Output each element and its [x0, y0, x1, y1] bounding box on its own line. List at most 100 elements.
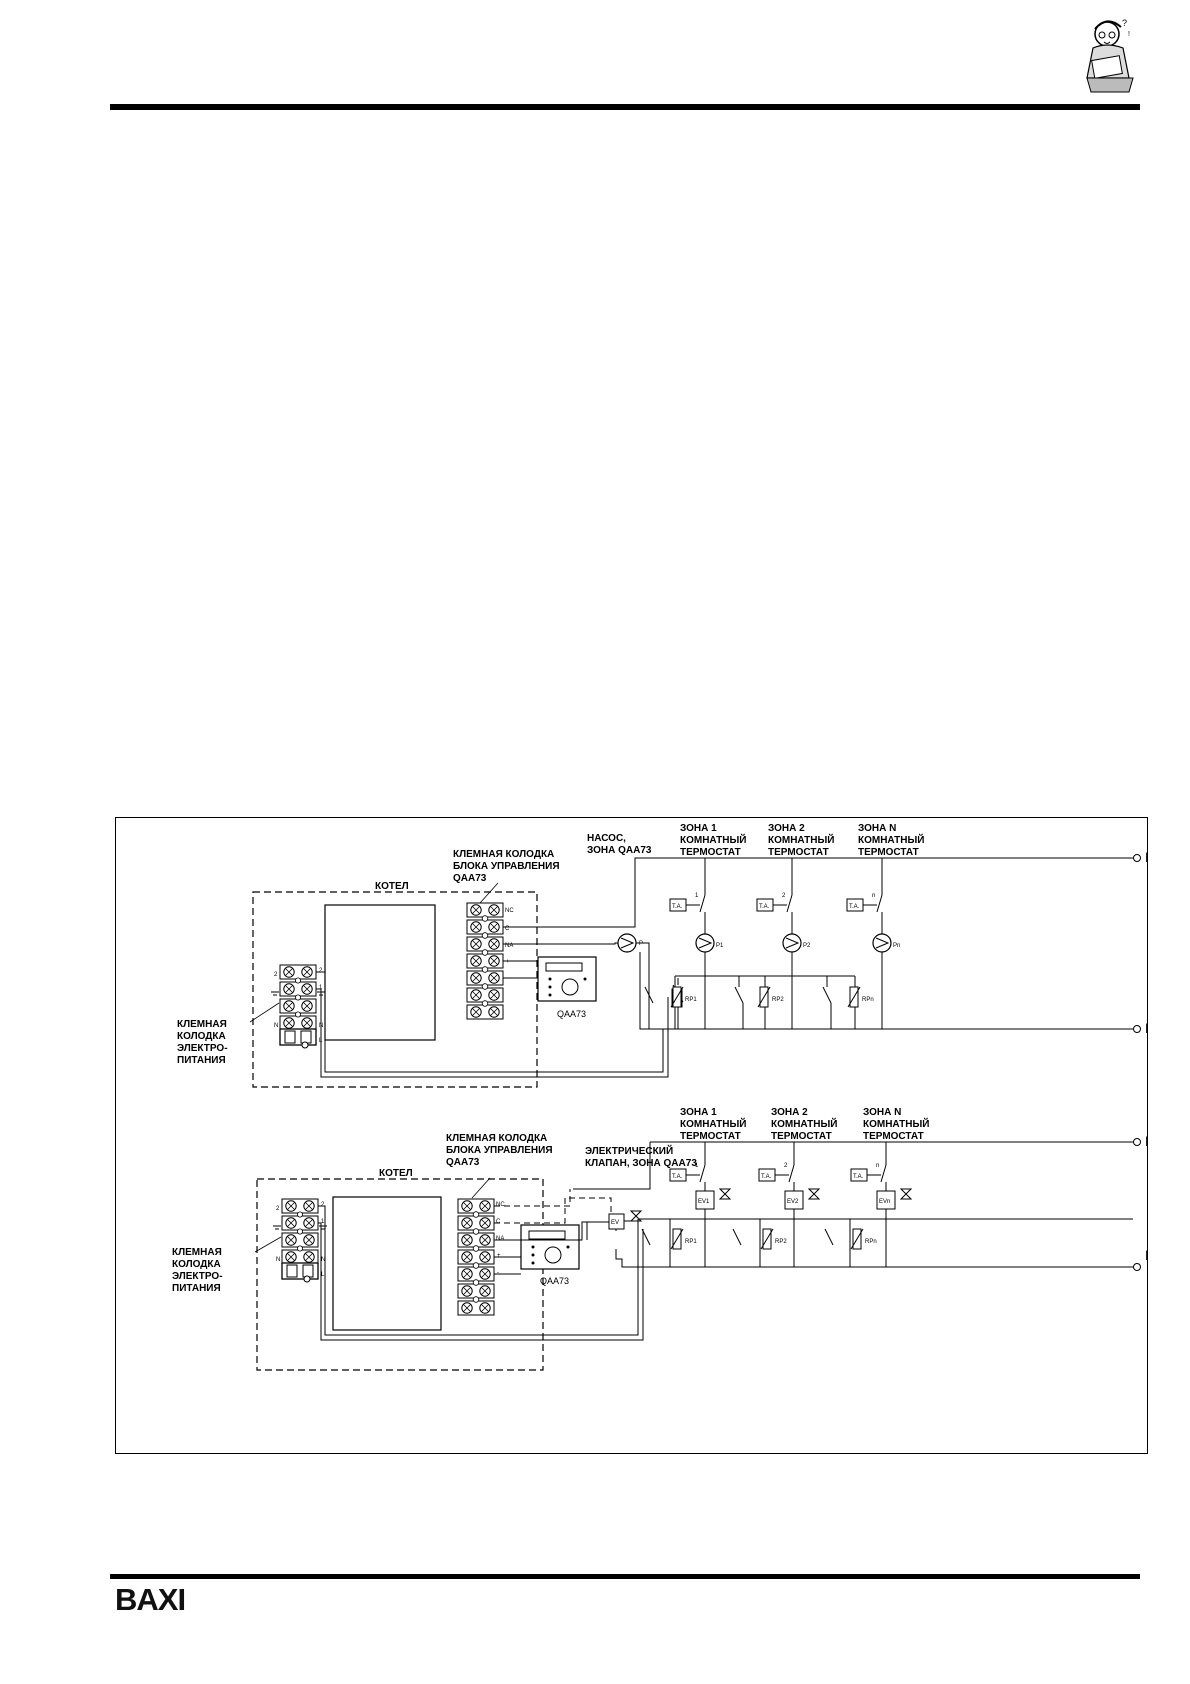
bottom-boiler-label: КОТЕЛ [379, 1168, 413, 1179]
top-boiler-outline [252, 891, 538, 1088]
svg-text:ЗОНА N: ЗОНА N [863, 1107, 901, 1118]
bottom-zone1-label: ЗОНА 1 КОМНАТНЫЙ ТЕРМОСТАТ [680, 1107, 746, 1142]
bottom-ta-2: T.A. [761, 1174, 772, 1180]
top-pump-p2: P2 [803, 943, 811, 949]
bottom-power-terminal-label: КЛЕМНАЯ КОЛОДКА ЭЛЕКТРО- ПИТАНИЯ [172, 1247, 223, 1294]
svg-text:КОМНАТНЫЙ: КОМНАТНЫЙ [771, 1117, 837, 1130]
top-pump-label: P [639, 941, 643, 947]
bottom-thermostats [669, 1168, 868, 1182]
top-pt-right-2: 2 [319, 968, 323, 974]
bottom-ta-n: T.A. [853, 1174, 864, 1180]
bottom-control-terminal-label: КЛЕМНАЯ КОЛОДКА БЛОКА УПРАВЛЕНИЯ QAA73 [446, 1133, 553, 1168]
bottom-pt-right-l: L [321, 1272, 325, 1278]
svg-text:НАСОС,: НАСОС, [587, 833, 626, 844]
bottom-valve-ev2: EV2 [787, 1199, 799, 1205]
bottom-zoneN-label: ЗОНА N КОМНАТНЫЙ ТЕРМОСТАТ [863, 1107, 929, 1142]
bottom-control-terminal-strip [457, 1198, 495, 1316]
bottom-zone-num-1: 1 [695, 1163, 699, 1169]
top-wiring-diagram: NC C NA + - 2 N 2 1 N L QAA73 [177, 823, 1148, 1088]
bottom-line-l: L [1145, 1133, 1148, 1149]
top-zone2-label: ЗОНА 2 КОМНАТНЫЙ ТЕРМОСТАТ [768, 823, 834, 858]
top-term-nc: NC [505, 908, 514, 914]
bottom-pt-right-2: 2 [321, 1202, 325, 1208]
top-control-terminal-strip [466, 902, 504, 1020]
top-pump-zone-label: НАСОС, ЗОНА QAA73 [587, 833, 652, 856]
svg-text:ТЕРМОСТАТ: ТЕРМОСТАТ [771, 1131, 832, 1142]
top-relay-rp1: RP1 [685, 997, 697, 1003]
svg-text:ЭЛЕКТРО-: ЭЛЕКТРО- [177, 1043, 228, 1054]
bottom-wiring-diagram: NC C NA + - 2 N 2 1 N L QAA73 [172, 1107, 1148, 1371]
svg-text:ЗОНА 1: ЗОНА 1 [680, 1107, 717, 1118]
svg-text:?: ? [1122, 18, 1127, 28]
svg-text:КОЛОДКА: КОЛОДКА [172, 1259, 221, 1270]
top-qaa-label: QAA73 [557, 1009, 586, 1019]
bottom-valve-zone-label: ЭЛЕКТРИЧЕСКИЙ КЛАПАН, ЗОНА QAA73 [585, 1144, 697, 1169]
svg-text:ТЕРМОСТАТ: ТЕРМОСТАТ [680, 847, 741, 858]
top-zone1-label: ЗОНА 1 КОМНАТНЫЙ ТЕРМОСТАТ [680, 823, 746, 858]
bottom-power-terminal [281, 1198, 319, 1283]
top-zone-num-1: 1 [695, 893, 699, 899]
svg-text:ЭЛЕКТРИЧЕСКИЙ: ЭЛЕКТРИЧЕСКИЙ [585, 1144, 673, 1157]
bottom-term-nc: NC [496, 1202, 505, 1208]
diagram-frame [115, 817, 1148, 1454]
svg-text:КЛАПАН, ЗОНА QAA73: КЛАПАН, ЗОНА QAA73 [585, 1158, 697, 1169]
top-term-plus: + [506, 959, 510, 965]
bottom-zone-num-n: n [876, 1163, 879, 1169]
svg-text:ЗОНА 2: ЗОНА 2 [768, 823, 805, 834]
top-pump-p1: P1 [716, 943, 724, 949]
svg-text:БЛОКА УПРАВЛЕНИЯ: БЛОКА УПРАВЛЕНИЯ [446, 1145, 553, 1156]
bottom-ta-1: T.A. [672, 1174, 683, 1180]
bottom-zone-valves [695, 1188, 913, 1210]
top-term-c: C [505, 926, 510, 932]
top-control-terminal-label: КЛЕМНАЯ КОЛОДКА БЛОКА УПРАВЛЕНИЯ QAA73 [453, 849, 560, 884]
top-pump-pn: Pn [893, 943, 900, 949]
bottom-line-n: N [1145, 1247, 1148, 1263]
svg-text:КЛЕМНАЯ: КЛЕМНАЯ [172, 1247, 222, 1258]
bottom-relay-rp1: RP1 [685, 1239, 697, 1245]
bottom-valve-evn: EVn [879, 1199, 890, 1205]
svg-text:КОМНАТНЫЙ: КОМНАТНЫЙ [680, 1117, 746, 1130]
bottom-rule [110, 1574, 1140, 1579]
top-zoneN-label: ЗОНА N КОМНАТНЫЙ ТЕРМОСТАТ [858, 823, 924, 858]
top-rule [110, 104, 1140, 110]
svg-text:ТЕРМОСТАТ: ТЕРМОСТАТ [858, 847, 919, 858]
bottom-term-c: C [496, 1219, 501, 1225]
technician-mascot-icon: ? ! [1086, 18, 1134, 93]
bottom-zone-num-2: 2 [784, 1163, 788, 1169]
top-pt-left-2: 2 [274, 972, 278, 978]
top-power-terminal [279, 964, 317, 1049]
svg-text:КОЛОДКА: КОЛОДКА [177, 1031, 226, 1042]
top-zone-num-n: n [872, 893, 875, 899]
top-relay-rp2: RP2 [772, 997, 784, 1003]
top-boiler-label: КОТЕЛ [375, 881, 409, 892]
bottom-zone2-label: ЗОНА 2 КОМНАТНЫЙ ТЕРМОСТАТ [771, 1107, 837, 1142]
svg-text:ЗОНА 1: ЗОНА 1 [680, 823, 717, 834]
top-relays [644, 976, 861, 1029]
svg-text:ЗОНА N: ЗОНА N [858, 823, 896, 834]
bottom-pt-right-1: 1 [321, 1219, 325, 1225]
top-power-terminal-label: КЛЕМНАЯ КОЛОДКА ЭЛЕКТРО- ПИТАНИЯ [177, 1019, 228, 1066]
svg-text:КОМНАТНЫЙ: КОМНАТНЫЙ [858, 833, 924, 846]
top-term-minus: - [506, 976, 508, 982]
svg-text:КЛЕМНАЯ КОЛОДКА: КЛЕМНАЯ КОЛОДКА [453, 849, 554, 860]
svg-text:ЗОНА QAA73: ЗОНА QAA73 [587, 845, 652, 856]
top-ta-2: T.A. [759, 904, 770, 910]
top-zone-pumps [695, 933, 892, 953]
top-ta-1: T.A. [672, 904, 683, 910]
bottom-term-minus: - [497, 1270, 499, 1276]
top-line-n: N [1145, 1020, 1148, 1036]
svg-text:КЛЕМНАЯ КОЛОДКА: КЛЕМНАЯ КОЛОДКА [446, 1133, 547, 1144]
svg-text:КОМНАТНЫЙ: КОМНАТНЫЙ [863, 1117, 929, 1130]
bottom-valve-ev1: EV1 [698, 1199, 710, 1205]
svg-text:КЛЕМНАЯ: КЛЕМНАЯ [177, 1019, 227, 1030]
svg-text:ТЕРМОСТАТ: ТЕРМОСТАТ [680, 1131, 741, 1142]
bottom-term-plus: + [497, 1253, 501, 1259]
wiring-diagrams: NC C NA + - 2 N 2 1 N L QAA73 [172, 823, 1148, 1371]
baxi-logo: BAXI [115, 1582, 186, 1617]
bottom-pt-right-n: N [321, 1257, 325, 1263]
svg-text:ПИТАНИЯ: ПИТАНИЯ [177, 1055, 226, 1066]
svg-text:QAA73: QAA73 [446, 1157, 480, 1168]
svg-text:БЛОКА УПРАВЛЕНИЯ: БЛОКА УПРАВЛЕНИЯ [453, 861, 560, 872]
top-pt-left-n: N [274, 1023, 278, 1029]
svg-text:КОМНАТНЫЙ: КОМНАТНЫЙ [768, 833, 834, 846]
